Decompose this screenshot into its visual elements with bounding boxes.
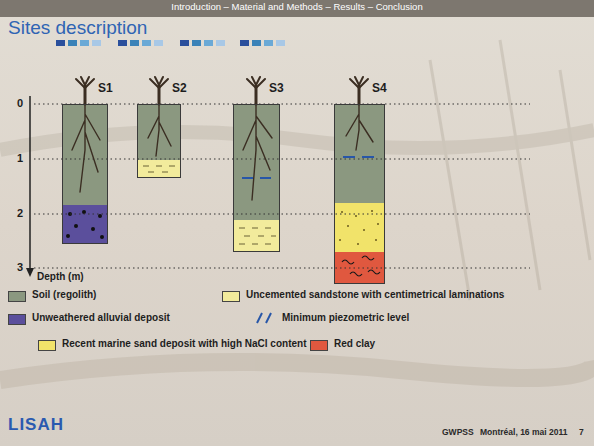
soil-column: S2 — [137, 104, 181, 178]
legend-text: Recent marine sand deposit with high NaC… — [62, 338, 306, 350]
title-squares — [56, 40, 285, 46]
depth-tick: 0 — [17, 97, 23, 110]
legend-text: Unweathered alluvial deposit — [32, 312, 170, 324]
slide-number: 7 — [579, 428, 584, 438]
site-label: S3 — [269, 82, 284, 96]
footer-date: Montréal, 16 mai 2011 — [480, 428, 567, 438]
depth-gridlines — [34, 104, 530, 268]
soil-column: S4 — [334, 104, 385, 284]
site-label: S2 — [172, 82, 187, 96]
legend-swatch — [310, 340, 328, 351]
legend-text: Uncemented sandstone with centimetrical … — [246, 289, 504, 301]
axis-title: Depth (m) — [37, 271, 84, 283]
soil-column: S1 — [62, 104, 108, 244]
legend-text: Red clay — [334, 338, 375, 350]
soil-column: S3 — [233, 104, 280, 252]
soil-columns — [62, 104, 385, 284]
legend-swatch — [222, 291, 240, 302]
faded-vines — [0, 40, 594, 380]
site-label: S1 — [98, 82, 113, 96]
legend-swatch — [38, 340, 56, 351]
header-band — [0, 0, 594, 17]
legend-text: Soil (regolith) — [32, 289, 96, 301]
legend-swatch — [8, 314, 26, 325]
legend-swatch — [8, 291, 26, 302]
vine-trees — [72, 77, 373, 200]
slide-title: Sites description — [8, 17, 147, 39]
legend-text: Minimum piezometric level — [282, 312, 409, 324]
footer-event: GWPSS — [442, 428, 474, 438]
depth-tick: 1 — [17, 152, 23, 165]
section-breadcrumb: Introduction – Material and Methods – Re… — [171, 2, 422, 13]
depth-tick: 3 — [17, 261, 23, 274]
depth-tick: 2 — [17, 207, 23, 220]
depth-axis — [26, 96, 34, 277]
piezometric-symbol — [254, 312, 276, 324]
piezometric-level-marks — [242, 157, 374, 178]
lab-logo: LISAH — [8, 415, 64, 435]
site-label: S4 — [372, 82, 387, 96]
